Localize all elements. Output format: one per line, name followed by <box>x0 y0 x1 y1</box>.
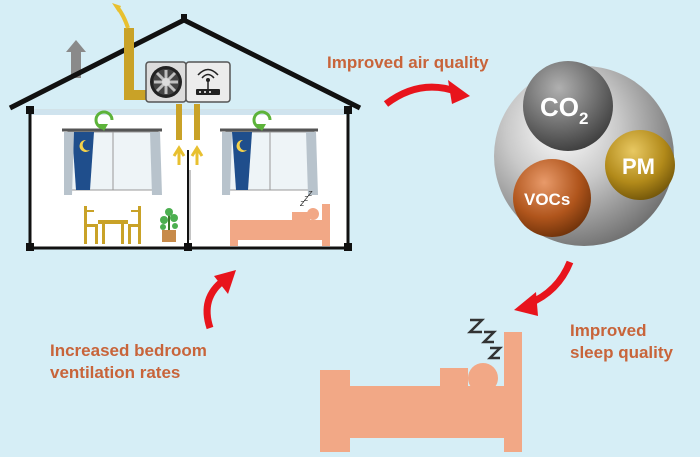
supply-duct-left <box>176 104 182 140</box>
chimney <box>71 50 81 78</box>
improved-air-quality-label: Improved air quality <box>327 52 489 74</box>
exhaust-duct <box>124 28 134 98</box>
label-line: Improved <box>570 321 647 340</box>
arrow-to-house <box>203 277 227 330</box>
pollutant-cluster: CO2 PM VOCs <box>494 61 675 246</box>
zzz-icon: z <box>307 188 313 198</box>
wifi-router-icon <box>185 61 231 103</box>
zzz-icon: z <box>303 193 309 203</box>
corner-post <box>344 106 352 114</box>
corner-post <box>26 106 34 114</box>
small-bed-sleeper <box>230 204 330 246</box>
supply-duct-right <box>194 104 200 140</box>
dining-table <box>84 206 141 244</box>
arrow-to-air-quality <box>383 83 460 107</box>
corner-post <box>184 243 192 251</box>
arrow-head <box>448 80 470 104</box>
pm-sphere <box>605 130 675 200</box>
curtain <box>72 132 94 190</box>
label-line: sleep quality <box>570 343 673 362</box>
curtain-drape <box>222 132 232 195</box>
large-bed-sleeper <box>320 332 522 452</box>
co2-sphere <box>523 61 613 151</box>
exhaust-duct-elbow <box>124 90 154 100</box>
co2-label: CO2 <box>540 92 588 128</box>
airflow-loop-arrow <box>252 110 272 130</box>
exhaust-arrow-icon <box>66 40 86 52</box>
sleeper-head <box>468 363 498 393</box>
vocs-label: VOCs <box>524 190 570 209</box>
curtain-drape <box>64 132 74 195</box>
arrow-head <box>214 270 236 294</box>
ventilation-fan-icon <box>145 61 187 103</box>
zzz-icon: z <box>299 198 305 208</box>
label-line: Improved air quality <box>327 53 489 72</box>
improved-sleep-quality-label: Improved sleep quality <box>570 320 673 364</box>
vocs-sphere <box>513 159 591 237</box>
airflow-out-arrow <box>116 6 130 29</box>
flow-arrows <box>203 80 574 330</box>
airflow-arrow-icon <box>256 124 266 131</box>
moon-icon <box>236 139 247 152</box>
label-line: Increased bedroom <box>50 341 207 360</box>
window-left <box>62 110 162 195</box>
window-right <box>220 110 318 195</box>
corner-post <box>344 243 352 251</box>
pillow <box>440 368 468 388</box>
corner-post <box>26 243 34 251</box>
roof-peak <box>181 14 187 22</box>
curtain-drape <box>150 132 162 195</box>
plant-icon <box>160 208 178 242</box>
arrow-head <box>514 292 538 316</box>
moon-icon <box>79 139 90 152</box>
airflow-loop-arrow <box>94 110 114 130</box>
ceiling <box>30 110 348 115</box>
pm-label: PM <box>622 154 655 179</box>
airflow-arrow-icon <box>98 124 108 131</box>
house: z z z <box>8 3 362 251</box>
label-line: ventilation rates <box>50 363 181 382</box>
curtain-drape <box>306 132 318 195</box>
airflow-arrow-icon <box>172 145 186 165</box>
zzz-icon <box>466 318 504 360</box>
airflow-arrow-icon <box>190 145 204 165</box>
ventilation-rates-label: Increased bedroom ventilation rates <box>50 340 207 384</box>
